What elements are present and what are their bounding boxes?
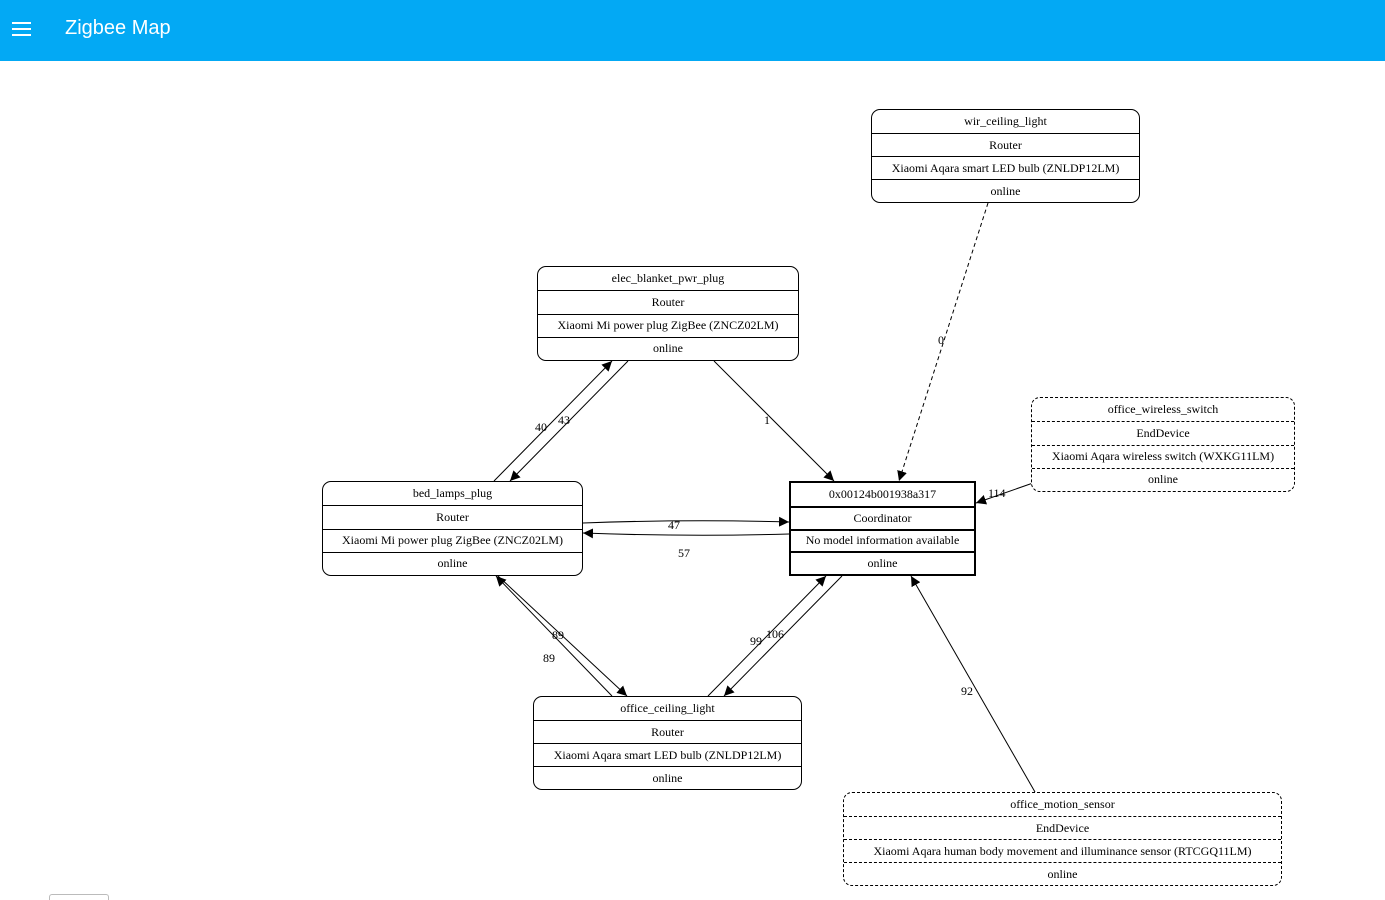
node-type: Coordinator	[791, 505, 974, 529]
node-model: Xiaomi Mi power plug ZigBee (ZNCZ02LM)	[323, 528, 582, 552]
node-name: office_wireless_switch	[1107, 402, 1219, 417]
edge-elec_blanket_pwr_plug-to-bed_lamps_plug	[509, 360, 629, 482]
edge-bed_lamps_plug-to-office_ceiling_light	[497, 575, 628, 697]
edge-label: 89	[552, 628, 564, 642]
edge-office_wireless_switch-to-coordinator	[975, 482, 1034, 505]
node-name: office_motion_sensor	[1010, 797, 1115, 811]
node-name: 0x00124b001938a317	[828, 486, 937, 501]
node-status: online	[844, 862, 1281, 885]
edge-label: 89	[543, 651, 555, 665]
node-type: EndDevice	[1032, 421, 1294, 444]
app-title: Zigbee Map	[65, 17, 171, 39]
edge-coordinator-to-bed_lamps_plug	[582, 528, 790, 539]
edge-office_motion_sensor-to-coordinator	[910, 575, 1036, 793]
node-status: online	[534, 766, 801, 789]
node-model: Xiaomi Aqara smart LED bulb (ZNLDP12LM)	[872, 156, 1139, 179]
node-status: online	[538, 336, 798, 360]
edge-label: 43	[558, 413, 570, 427]
node-type: Router	[534, 720, 801, 743]
edge-label: 106	[766, 627, 784, 641]
node-name: wir_ceiling_light	[964, 114, 1047, 128]
edge-label: 1	[764, 413, 770, 427]
edge-label: 57	[678, 546, 690, 560]
node-name: office_ceiling_light	[620, 701, 715, 715]
node-type: EndDevice	[844, 816, 1281, 839]
hamburger-menu-icon[interactable]	[6, 13, 38, 45]
app-bar: Zigbee Map	[0, 0, 1385, 61]
node-model: Xiaomi Aqara wireless switch (WXKG11LM)	[1032, 444, 1294, 468]
node-name: elec_blanket_pwr_plug	[611, 271, 725, 286]
edge-bed_lamps_plug-to-coordinator	[582, 516, 790, 527]
node-type: Router	[872, 133, 1139, 156]
edge-office_ceiling_light-to-coordinator	[707, 575, 827, 697]
node-name: bed_lamps_plug	[412, 486, 493, 501]
node-model: Xiaomi Aqara human body movement and ill…	[844, 839, 1281, 862]
edge-label: 99	[750, 634, 762, 648]
node-type: Router	[323, 505, 582, 528]
node-status: online	[1032, 467, 1294, 491]
edge-elec_blanket_pwr_plug-to-coordinator	[713, 360, 835, 482]
edge-bed_lamps_plug-to-elec_blanket_pwr_plug	[493, 360, 613, 482]
edge-label: 114	[988, 486, 1006, 500]
node-status: online	[872, 179, 1139, 202]
node-model: Xiaomi Aqara smart LED bulb (ZNLDP12LM)	[534, 743, 801, 766]
edge-coordinator-to-office_ceiling_light	[723, 575, 843, 697]
zigbee-network-graph: 0 1 43 40 114 47 57 89 89 106 99 92 wir_ceiling_ligh…	[0, 61, 1385, 898]
node-type: Router	[538, 290, 798, 313]
edge-office_ceiling_light-to-bed_lamps_plug	[495, 575, 613, 697]
edge-label: 0	[938, 333, 944, 347]
edge-label: 47	[668, 518, 680, 532]
node-model: No model information available	[791, 528, 974, 552]
node-status: online	[323, 551, 582, 575]
edge-label: 92	[961, 684, 973, 698]
edges-layer	[493, 202, 1036, 793]
node-model: Xiaomi Mi power plug ZigBee (ZNCZ02LM)	[538, 313, 798, 337]
bottom-tab[interactable]	[49, 894, 109, 900]
node-status: online	[791, 551, 974, 574]
edge-label: 40	[535, 420, 547, 434]
